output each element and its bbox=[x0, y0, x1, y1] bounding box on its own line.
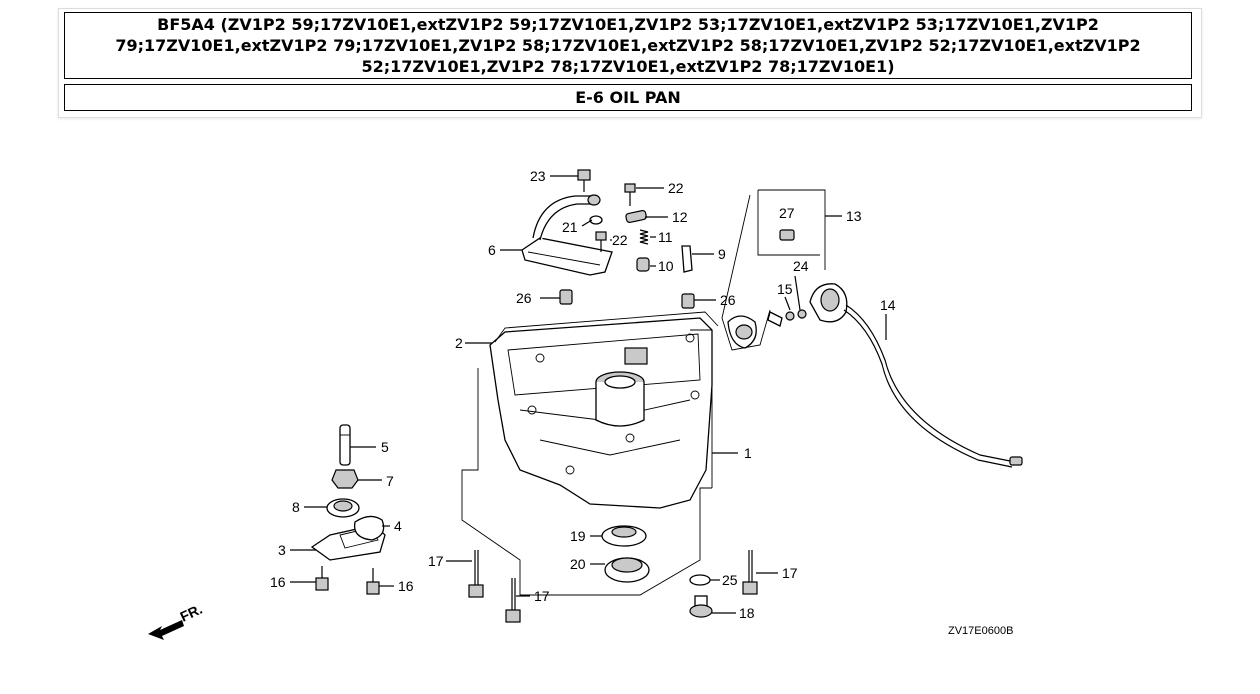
callout-20: 20 bbox=[570, 556, 586, 572]
washer-21 bbox=[589, 215, 603, 225]
oil-switch-group bbox=[721, 189, 1023, 468]
callout-26-right: 26 bbox=[720, 292, 736, 308]
gasket bbox=[494, 311, 719, 343]
dowel-26-right bbox=[681, 293, 695, 309]
breather-cover bbox=[521, 194, 613, 276]
bolt-22-lower bbox=[595, 231, 607, 252]
callout-25: 25 bbox=[722, 572, 738, 588]
bolt-16-right bbox=[366, 568, 380, 595]
plate-12 bbox=[625, 209, 647, 224]
callout-22-upper: 22 bbox=[668, 180, 684, 196]
header-panel: BF5A4 (ZV1P2 59;17ZV10E1,extZV1P2 59;17Z… bbox=[58, 8, 1202, 118]
diagram-code: ZV17E0600B bbox=[948, 625, 1013, 637]
callout-7: 7 bbox=[386, 473, 394, 489]
callout-24: 24 bbox=[793, 258, 809, 274]
bearing-20 bbox=[604, 557, 650, 583]
callout-27: 27 bbox=[779, 205, 795, 221]
callout-4: 4 bbox=[394, 518, 402, 534]
callout-13: 13 bbox=[846, 208, 862, 224]
model-title: BF5A4 (ZV1P2 59;17ZV10E1,extZV1P2 59;17Z… bbox=[64, 12, 1192, 79]
callout-17-c: 17 bbox=[782, 565, 798, 581]
leader-lines bbox=[290, 175, 887, 614]
cap-10 bbox=[636, 257, 650, 272]
bolt-22-upper bbox=[624, 183, 636, 206]
callout-17-a: 17 bbox=[428, 553, 444, 569]
callout-12: 12 bbox=[672, 209, 688, 225]
callout-1: 1 bbox=[744, 445, 752, 461]
clip-9 bbox=[681, 245, 693, 273]
callout-11: 11 bbox=[658, 229, 673, 245]
cover-3-gasket-4 bbox=[310, 515, 386, 561]
bolt-17-c bbox=[742, 550, 758, 595]
dowel-26-left bbox=[559, 289, 573, 305]
washer-25 bbox=[689, 574, 711, 586]
callout-18: 18 bbox=[739, 605, 755, 621]
front-direction-arrow bbox=[148, 620, 184, 640]
spring-11 bbox=[639, 229, 649, 245]
pipe-5 bbox=[339, 424, 351, 466]
nut-7 bbox=[331, 469, 359, 489]
callout-23: 23 bbox=[530, 168, 546, 184]
section-title: E-6 OIL PAN bbox=[64, 84, 1192, 111]
callout-9: 9 bbox=[718, 246, 726, 262]
assembly-outline bbox=[461, 368, 712, 596]
callout-16-left: 16 bbox=[270, 574, 286, 590]
oil-seal-19 bbox=[601, 525, 647, 547]
drain-bolt-18 bbox=[689, 595, 713, 618]
bolt-23 bbox=[577, 169, 591, 192]
callout-26-left: 26 bbox=[516, 290, 532, 306]
callout-6: 6 bbox=[488, 242, 496, 258]
callout-2: 2 bbox=[455, 335, 463, 351]
callout-3: 3 bbox=[278, 542, 286, 558]
oil-pan-body bbox=[489, 317, 713, 509]
callout-21: 21 bbox=[562, 219, 578, 235]
callout-14: 14 bbox=[880, 297, 896, 313]
callout-22-lower: 22 bbox=[612, 232, 628, 248]
callout-15: 15 bbox=[777, 281, 793, 297]
bolt-17-a bbox=[468, 550, 484, 598]
callout-5: 5 bbox=[381, 439, 389, 455]
front-direction-label: FR. bbox=[178, 601, 205, 625]
callout-10: 10 bbox=[658, 258, 674, 274]
seal-8 bbox=[326, 498, 360, 518]
callout-16-right: 16 bbox=[398, 578, 414, 594]
bolt-17-b bbox=[505, 578, 521, 623]
callout-19: 19 bbox=[570, 528, 586, 544]
callout-8: 8 bbox=[292, 499, 300, 515]
bolt-16-left bbox=[315, 566, 329, 591]
callout-17-b: 17 bbox=[534, 588, 550, 604]
